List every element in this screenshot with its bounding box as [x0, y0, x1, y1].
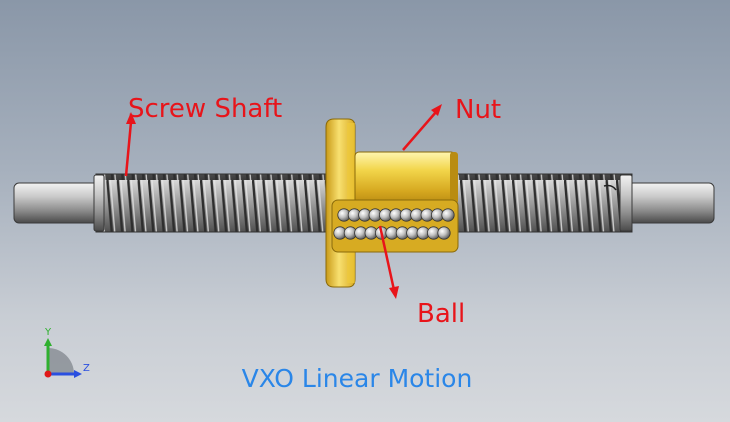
ball-arrowhead — [389, 286, 399, 299]
nut-label: Nut — [455, 95, 502, 125]
nut-arrowhead — [431, 104, 442, 116]
shaft-left-end — [13, 182, 101, 224]
shaft-left-collar — [93, 174, 105, 232]
triad-y-label: Y — [45, 327, 52, 338]
callout-arrows — [124, 104, 442, 299]
triad-quadrant — [48, 348, 74, 374]
screw-shaft-arrowhead — [126, 112, 136, 124]
triad-z-arrowhead — [74, 370, 82, 378]
orientation-triad — [44, 338, 82, 378]
ball-label: Ball — [417, 299, 466, 329]
triad-origin — [44, 370, 52, 378]
ball-window — [331, 199, 459, 253]
screw-shaft-label: Screw Shaft — [128, 94, 283, 124]
shaft-right-collar — [619, 174, 633, 232]
shaft-right-end — [627, 182, 715, 224]
nut-body — [354, 151, 456, 205]
ball — [437, 226, 451, 240]
shaft-keyway — [603, 184, 617, 191]
triad-z-label: Z — [83, 363, 90, 374]
ball-arrow — [378, 225, 396, 291]
ball-row — [333, 208, 455, 240]
screw-shaft-arrow — [124, 121, 133, 177]
ball-nut — [325, 118, 459, 288]
triad-y-arrowhead — [44, 338, 52, 346]
nut-arrow — [402, 111, 437, 151]
ball — [441, 208, 455, 222]
diagram-caption: VXO Linear Motion — [241, 364, 473, 393]
nut-body-shadow — [450, 152, 458, 204]
